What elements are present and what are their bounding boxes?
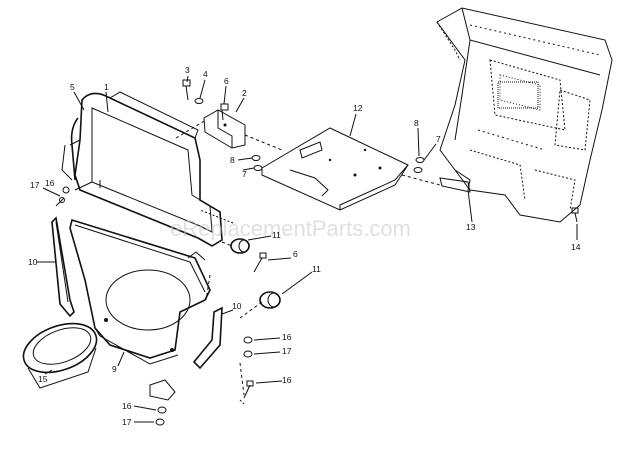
callout-11-lower: 11 xyxy=(312,264,321,274)
watermark-text: eReplacementParts.com xyxy=(170,216,411,241)
callout-8-right: 8 xyxy=(414,118,419,128)
seal-ring xyxy=(22,322,98,389)
callout-15: 15 xyxy=(38,374,48,384)
callout-17-right: 17 xyxy=(282,346,292,356)
callout-16-right: 16 xyxy=(282,332,292,342)
callout-1: 1 xyxy=(104,82,109,92)
lower-housing xyxy=(69,218,211,365)
bracket xyxy=(203,109,246,149)
callout-16-left: 16 xyxy=(45,178,55,188)
callout-13: 13 xyxy=(466,222,476,232)
callout-10-left: 10 xyxy=(28,257,38,267)
engine-frame xyxy=(436,7,613,223)
callout-6-top: 6 xyxy=(224,76,229,86)
callout-11-upper: 11 xyxy=(272,230,281,240)
top-screws xyxy=(182,79,229,121)
callout-labels: 1 2 3 4 5 6 6 7 7 8 8 9 10 10 11 11 12 1… xyxy=(28,65,581,427)
bottom-fasteners xyxy=(149,336,254,426)
left-fasteners xyxy=(59,180,101,203)
callout-5: 5 xyxy=(70,82,75,92)
rubber-channel-left xyxy=(51,216,75,318)
callout-12: 12 xyxy=(353,103,363,113)
mount-plate xyxy=(261,127,409,211)
upper-shroud xyxy=(61,91,223,247)
callout-4: 4 xyxy=(203,69,208,79)
callout-10-right: 10 xyxy=(232,301,242,311)
callout-3: 3 xyxy=(185,65,190,75)
leader-lines xyxy=(36,75,578,423)
callout-7-left: 7 xyxy=(242,169,247,179)
rubber-channel-right xyxy=(192,306,223,370)
callout-17-bottom: 17 xyxy=(122,417,132,427)
callout-16-bottom: 16 xyxy=(282,375,292,385)
callout-7-right: 7 xyxy=(436,134,441,144)
isolators xyxy=(230,238,281,309)
callout-8-left: 8 xyxy=(230,155,235,165)
callout-6-mid: 6 xyxy=(293,249,298,259)
callout-17-left: 17 xyxy=(30,180,40,190)
callout-16-lower-left: 16 xyxy=(122,401,132,411)
callout-14: 14 xyxy=(571,242,581,252)
assembly-lines xyxy=(175,119,441,396)
callout-9: 9 xyxy=(112,364,117,374)
callout-2: 2 xyxy=(242,88,247,98)
